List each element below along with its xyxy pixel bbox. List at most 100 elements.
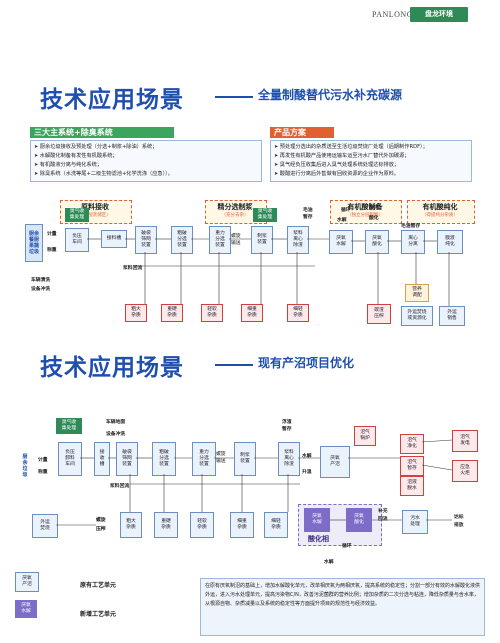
flow1-wash: 车辆清洗 设备冲洗 <box>31 278 51 292</box>
group-title-sorting: 精分选制浆 <box>217 203 253 211</box>
flow1-neg-pressure: 负压 车间 <box>65 228 89 252</box>
flow1-crusher: 破袋 筛网 装置 <box>135 226 157 254</box>
flow2-flare: 应急 火炬 <box>452 460 478 482</box>
flow1-nutrient: 营养 调配 <box>405 284 429 302</box>
group-title-receive: 原料接收 <box>81 203 109 211</box>
flow1-pulp: 制浆 装置 <box>251 226 273 254</box>
flow1-impurity-1: 粗大 杂质 <box>125 304 147 322</box>
flow1-impurity-3: 轻软 杂质 <box>201 304 223 322</box>
group-title-purify: 有机酸纯化 <box>422 203 458 211</box>
flow2-weigh: 称重 <box>38 470 48 475</box>
flow2-discharge: 达标 排放 <box>454 515 464 528</box>
flow2-supplement-reflux: 补充 回流 <box>378 509 388 522</box>
left-panel-item: 水解酸化制备有发性有机酸系统； <box>34 152 258 161</box>
group-sub-purify: （得提纯分杂质） <box>422 213 458 218</box>
flow2-float: 浮渣 暂存 <box>282 420 292 432</box>
flow1-odor-box: 臭气收 集处理 <box>65 208 89 222</box>
flow1-impurity-4: 细重 杂质 <box>241 304 263 322</box>
flow1-centrifuge: 离心 分离 <box>401 230 425 254</box>
flow2-wash-2: 设备冲洗 <box>106 432 126 437</box>
section2-title-rule <box>215 364 253 366</box>
flow1-hopper: 接料槽 <box>101 230 127 248</box>
flow1-odor-box-2: 臭气收 集处理 <box>253 208 277 222</box>
flow1-screw: 螺旋 输送 <box>231 234 241 246</box>
group-sub-receive: （双层装储区） <box>79 213 111 218</box>
flow1-circ-1: 循环 <box>341 208 351 213</box>
right-panel-item: 预处理分选出的杂质送至生活垃圾焚烧厂处理（后期制作RDF）； <box>274 143 468 152</box>
flow2-outside-incinerate: 外运 焚烧 <box>32 514 58 538</box>
flow2-biogas-boiler: 沼气 锅炉 <box>354 426 376 446</box>
right-panel-item: 再发性有机酸产品使用运输车运至污水厂替代外加碳源； <box>274 152 468 161</box>
flow2-source-label: 厨 余 垃 圾 <box>22 454 28 478</box>
section2-subtitle: 现有产沼项目优化 <box>258 356 355 370</box>
flow2-power: 沼气 发电 <box>452 430 478 452</box>
section2-title: 技术应用场景 <box>40 355 184 381</box>
flow1-water: 水解 <box>337 218 347 223</box>
flow2-meter: 计量 <box>38 458 48 463</box>
flow1-pulp-centrifuge: 浆料 离心 除渣 <box>287 226 309 254</box>
flow1-impurity-2: 重硬 杂质 <box>161 304 183 322</box>
flow2-anaerobic-hydrolysis: 厌氧 水解 <box>304 508 330 532</box>
acid-phase-label: 酸化相 <box>308 535 329 543</box>
flow1-slag-press: 碳渣 压榨 <box>367 304 391 324</box>
section1-subtitle: 全量制酸替代污水补充碳源 <box>258 88 403 102</box>
right-panel-heading: 产品方案 <box>270 127 334 138</box>
brand-name: PANLONG <box>372 10 413 19</box>
flow2-gravity-sorting: 重力 分选 装置 <box>192 442 216 476</box>
flow2-wash-1: 车辆地面 <box>106 420 126 425</box>
left-panel-heading: 三大主系统+除臭系统 <box>30 127 174 138</box>
flow1-gravity-sorting: 重力 分选 装置 <box>209 226 231 254</box>
flow2-anaerobic-acid: 厌氧 酸化 <box>346 508 372 532</box>
left-panel-item: 有机酸液分离与纯化系统； <box>34 161 258 170</box>
left-panel-item: 除臭系统（水洗等尾+二级生物滤池+化学洗涤（应急））。 <box>34 170 258 179</box>
flow2-biogas: 厌氧 产沼 <box>320 446 350 478</box>
legend-old-label: 原有工艺单元 <box>80 582 117 589</box>
flow1-out-incinerate: 外运焚烧 或资源化 <box>401 306 433 326</box>
flow2-connectors <box>56 439 453 526</box>
group-title-acid: 有机酸制备 <box>347 203 383 211</box>
flow2-heat: 升温 <box>302 470 312 475</box>
flow1-membrane: 膜渡 纯化 <box>437 230 463 254</box>
flow1-anaerobic-acid: 厌氧 酸化 <box>365 230 389 254</box>
flow1-meter: 计量 <box>47 232 57 237</box>
flow1-weigh: 称重 <box>47 248 57 253</box>
legend-new-label: 新增工艺单元 <box>80 611 117 618</box>
flow2-dewater: 沼液 脱水 <box>400 476 424 496</box>
group-sub-sorting: （充分去杂） <box>221 213 249 218</box>
group-frame-acid <box>330 200 402 224</box>
group-sub-acid: （独立分层制酸） <box>347 213 383 218</box>
section1-title-rule <box>215 96 253 98</box>
flow2-impurity-1: 粗大 杂质 <box>120 512 142 538</box>
right-panel: 预处理分选出的杂质送至生活垃圾焚烧厂处理（后期制作RDF）； 再发性有机酸产品使… <box>270 140 472 182</box>
left-panel-item: 厨余垃圾接收及预处理（分选+制浆+除油）系统； <box>34 143 258 152</box>
group-frame-purify <box>407 200 475 224</box>
flow1-anaerobic-hydrolysis: 厌氧 水解 <box>329 230 353 254</box>
flow-diagram-1: 原料接收 （双层装储区） 精分选制浆 （充分去杂） 有机酸制备 （独立分层制酸）… <box>25 200 475 330</box>
project-note: 在原有厌氧制沼的基础上，增加水解酸化单元，改单相厌氧为两相厌氧，提高系统的稳定性… <box>200 578 485 636</box>
flow2-screw: 螺旋 输送 <box>216 452 226 464</box>
right-panel-item: 酸醋进行分离后外售做有回收资源的企业作为原料。 <box>274 170 468 179</box>
flow2-water: 水解 <box>302 454 312 459</box>
flow1-circ-2: 循环 <box>369 206 379 211</box>
flow2-gas-store: 沼气 暂存 <box>400 456 424 476</box>
flow1-oil-temp-2: 毛油暂存 <box>401 224 421 229</box>
flow2-pulp: 制浆 装置 <box>234 442 256 476</box>
flow2-crusher: 破袋 筛网 装置 <box>116 442 138 476</box>
flow1-acidify: 酸化 <box>369 216 379 221</box>
section1-title: 技术应用场景 <box>40 87 184 113</box>
flow1-oil-temp: 毛油 暂存 <box>303 208 313 220</box>
flow2-circ: 循环 <box>342 544 352 549</box>
right-panel-item: 臭气经负压收集后进入臭气处理系统处理达标排放； <box>274 161 468 170</box>
flow1-reflux: 浆料回流 <box>123 266 143 271</box>
company-logo: 盘龙环境 <box>410 7 468 22</box>
flow2-gas-purify: 沼气 净化 <box>400 434 424 454</box>
flow1-source-label: 厨余 餐厨 果蔬 垃圾 <box>25 224 43 262</box>
flow1-impurity-5: 细轻 杂质 <box>287 304 309 322</box>
flow1-out-sale: 外运 销售 <box>439 306 465 326</box>
flow2-impurity-2: 重硬 杂质 <box>154 512 178 538</box>
legend-new-box: 厌氧 水解 <box>15 600 37 618</box>
flow2-hopper: 接 收 槽 <box>94 442 110 476</box>
flow2-impurity-5: 细轻 杂质 <box>264 512 288 538</box>
flow2-reflux: 浆料回流 <box>110 484 130 489</box>
flow2-screw-press: 螺旋 压榨 <box>96 518 106 532</box>
